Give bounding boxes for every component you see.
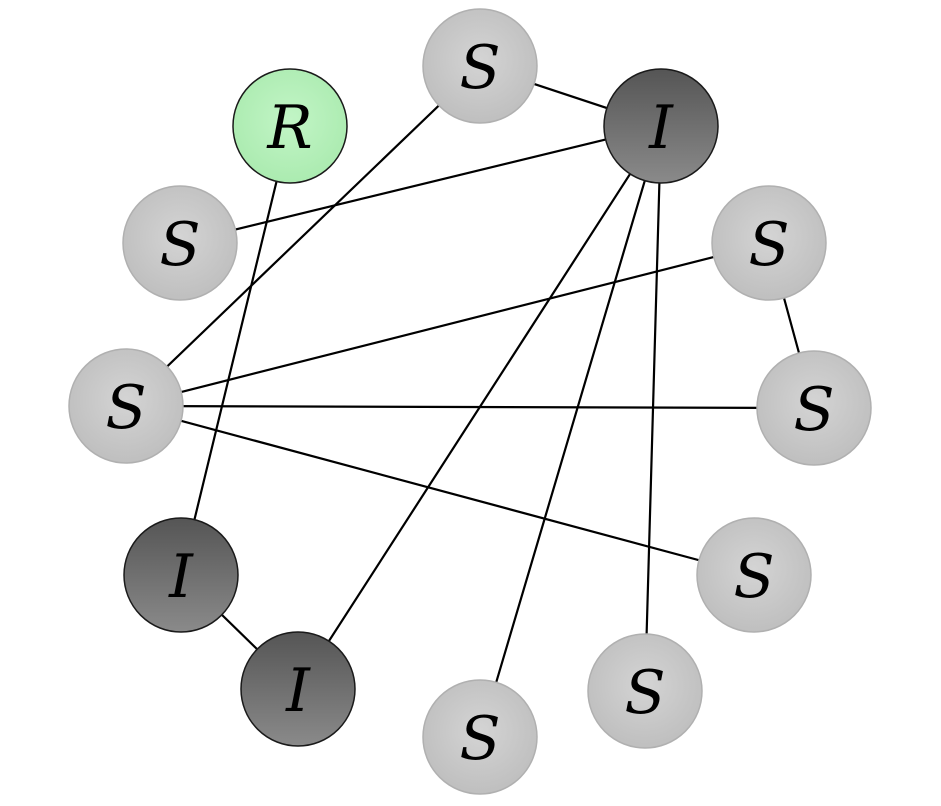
node-s: S bbox=[696, 517, 812, 633]
node-label: S bbox=[793, 375, 834, 445]
node-i: I bbox=[240, 631, 356, 747]
edge-n5-n10 bbox=[124, 404, 756, 577]
edge-n2-n4 bbox=[178, 124, 663, 245]
node-label: S bbox=[748, 210, 789, 280]
node-i: I bbox=[603, 68, 719, 184]
edge-n3-n8 bbox=[179, 124, 292, 577]
node-label: R bbox=[266, 93, 312, 163]
node-circle bbox=[422, 679, 538, 795]
node-circle bbox=[756, 350, 872, 466]
node-circle bbox=[587, 633, 703, 749]
node-s: S bbox=[122, 185, 238, 301]
edge-n5-n6 bbox=[124, 241, 771, 408]
node-circle bbox=[240, 631, 356, 747]
node-s: S bbox=[422, 8, 538, 124]
edge-n1-n5 bbox=[124, 64, 482, 408]
node-label: S bbox=[733, 542, 774, 612]
node-s: S bbox=[756, 350, 872, 466]
node-circle bbox=[232, 68, 348, 184]
node-circle bbox=[711, 185, 827, 301]
node-label: I bbox=[648, 93, 674, 163]
node-label: S bbox=[459, 704, 500, 774]
node-circle bbox=[422, 8, 538, 124]
node-s: S bbox=[587, 633, 703, 749]
node-label: S bbox=[624, 658, 665, 728]
node-circle bbox=[696, 517, 812, 633]
edge-n5-n7 bbox=[124, 404, 816, 410]
node-label: S bbox=[159, 210, 200, 280]
node-s: S bbox=[68, 348, 184, 464]
node-label: S bbox=[459, 33, 500, 103]
node-label: I bbox=[285, 656, 311, 726]
node-circle bbox=[123, 517, 239, 633]
edges bbox=[124, 64, 816, 739]
edge-n2-n12 bbox=[478, 124, 663, 739]
node-circle bbox=[68, 348, 184, 464]
node-s: S bbox=[422, 679, 538, 795]
node-label: S bbox=[105, 373, 146, 443]
node-circle bbox=[122, 185, 238, 301]
node-s: S bbox=[711, 185, 827, 301]
node-label: I bbox=[168, 542, 194, 612]
node-i: I bbox=[123, 517, 239, 633]
node-r: R bbox=[232, 68, 348, 184]
node-circle bbox=[603, 68, 719, 184]
